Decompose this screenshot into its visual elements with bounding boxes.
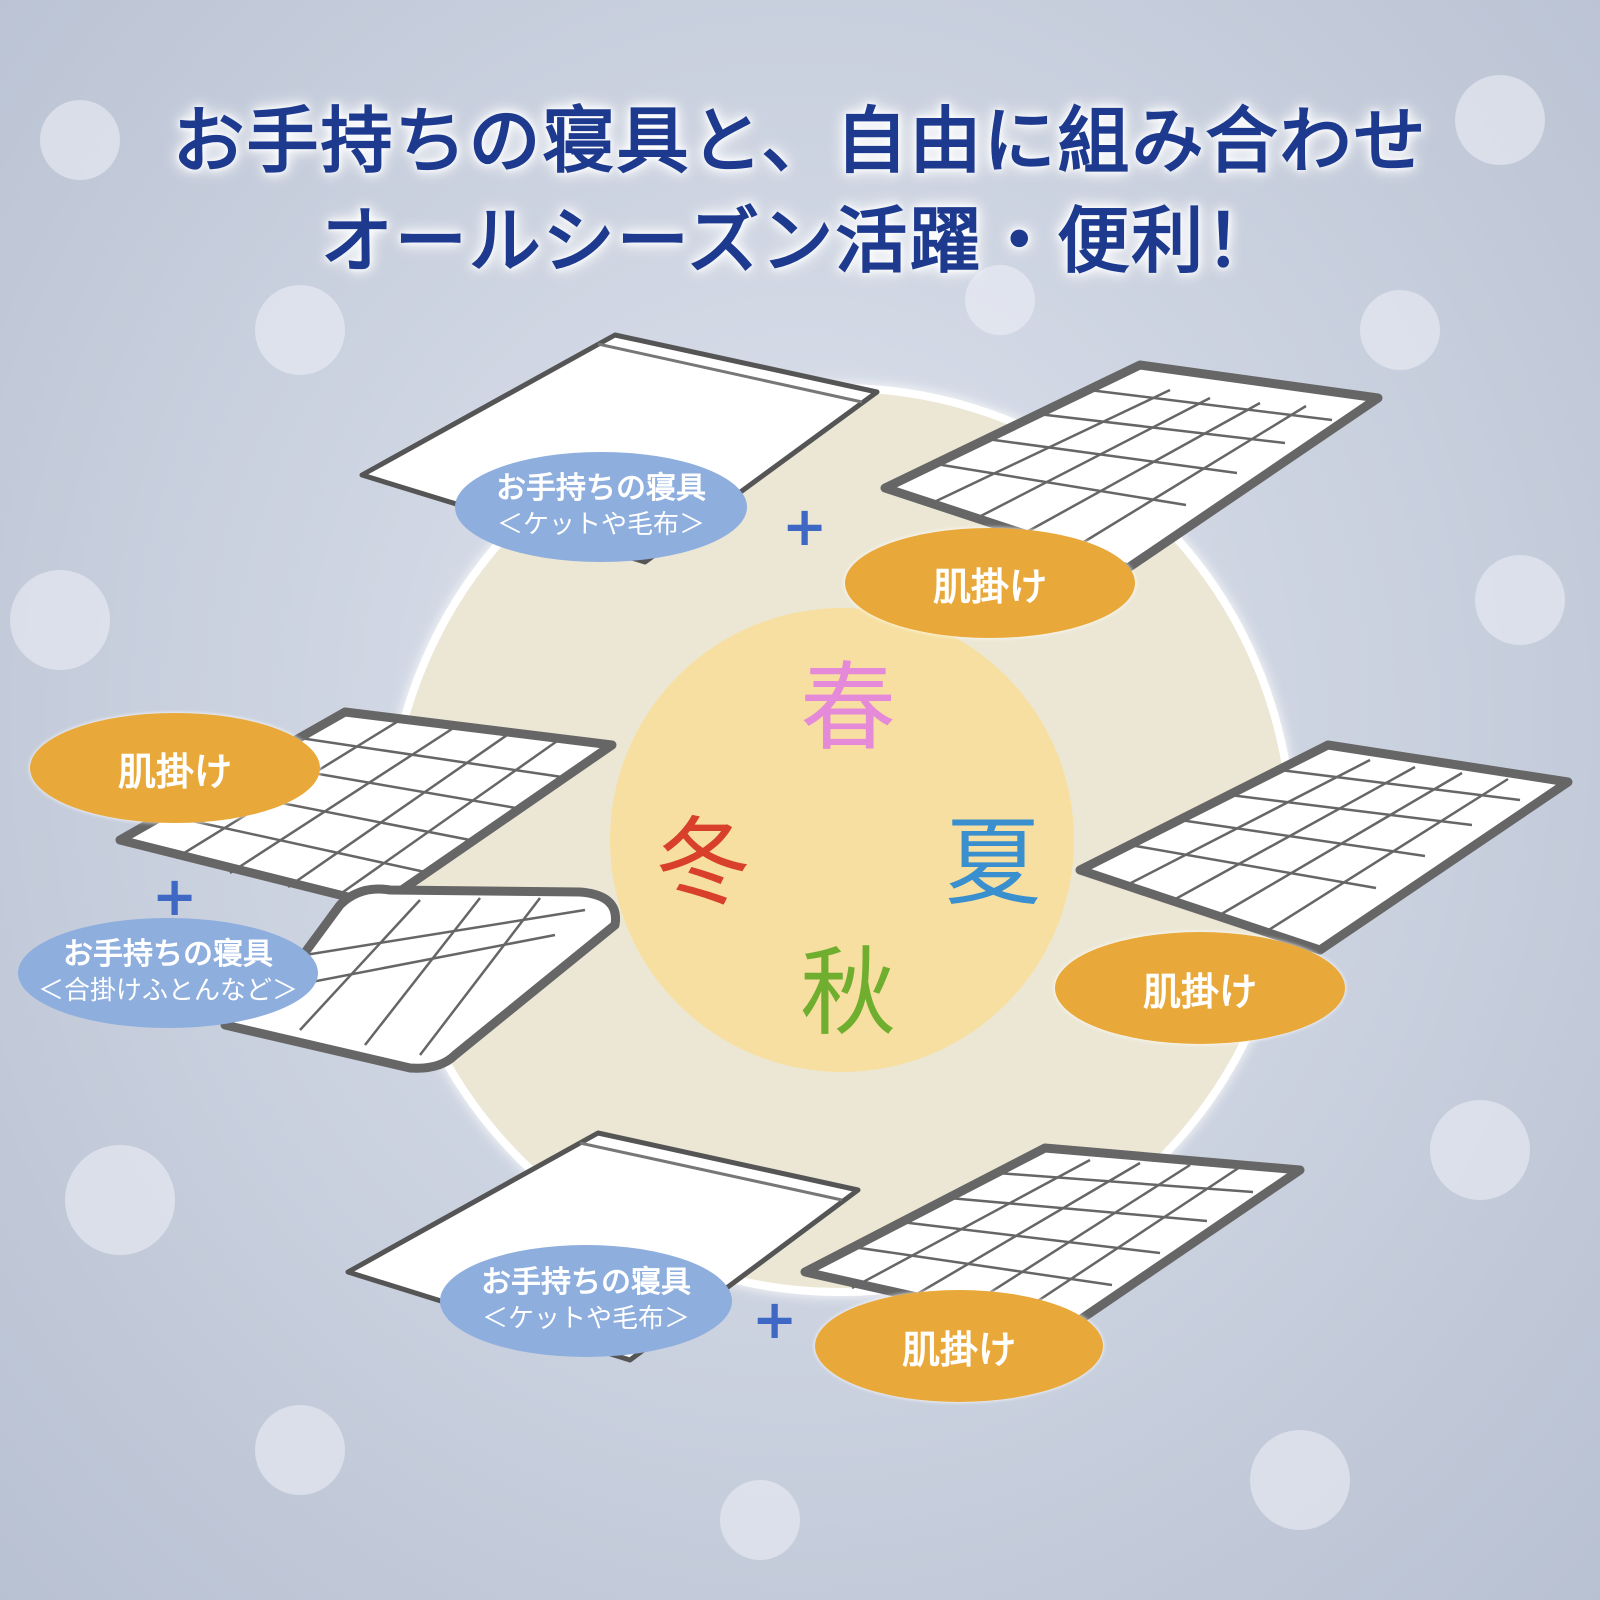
title-line-2: オールシーズン活躍・便利！ bbox=[320, 199, 1280, 283]
season-summer: 夏 bbox=[945, 807, 1041, 919]
season-spring: 春 bbox=[800, 652, 896, 764]
hadakake-label-bottom: 肌掛け bbox=[815, 1290, 1103, 1402]
hadakake-label-top: 肌掛け bbox=[845, 528, 1135, 638]
hadakake-label-left: 肌掛け bbox=[30, 713, 320, 823]
plus-sign-left: + bbox=[152, 865, 198, 928]
plus-sign-top: + bbox=[782, 495, 828, 558]
own-bedding-title: お手持ちの寝具 bbox=[63, 937, 273, 972]
own-bedding-sub: ＜ケットや毛布＞ bbox=[481, 1304, 690, 1334]
title-line-1: お手持ちの寝具と、自由に組み合わせ bbox=[172, 99, 1428, 183]
floral-pattern bbox=[10, 75, 1565, 1560]
hadakake-label-right: 肌掛け bbox=[1055, 932, 1345, 1044]
own-bedding-sub: ＜合掛けふとんなど＞ bbox=[37, 976, 298, 1006]
own-bedding-label-bottom: お手持ちの寝具 ＜ケットや毛布＞ bbox=[440, 1245, 732, 1357]
season-circle-inner bbox=[610, 608, 1074, 1072]
own-bedding-title: お手持ちの寝具 bbox=[496, 471, 706, 506]
season-autumn: 秋 bbox=[800, 937, 896, 1049]
own-bedding-label-top: お手持ちの寝具 ＜ケットや毛布＞ bbox=[455, 452, 747, 562]
plus-sign-bottom: + bbox=[752, 1288, 798, 1351]
own-bedding-sub: ＜ケットや毛布＞ bbox=[496, 510, 705, 540]
own-bedding-label-left: お手持ちの寝具 ＜合掛けふとんなど＞ bbox=[18, 918, 318, 1028]
quilt-right bbox=[1075, 740, 1573, 955]
own-bedding-title: お手持ちの寝具 bbox=[481, 1265, 691, 1300]
season-winter: 冬 bbox=[655, 807, 751, 919]
